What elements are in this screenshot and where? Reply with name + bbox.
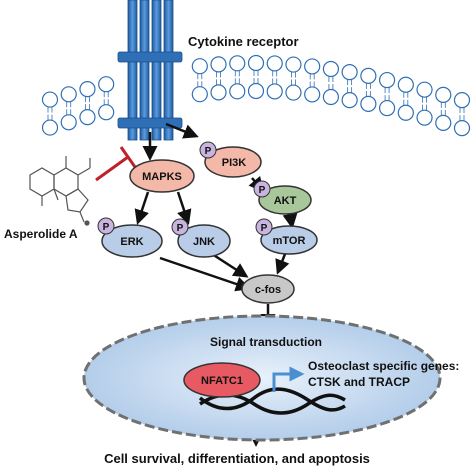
lipid-head <box>341 64 358 81</box>
lipid-head <box>397 104 414 121</box>
node-cfos: c-fos <box>241 274 295 304</box>
lipid-head <box>210 84 227 101</box>
erk-label: ERK <box>120 236 143 248</box>
lipid-head <box>266 83 283 100</box>
receptor-label: Cytokine receptor <box>188 34 299 49</box>
lipid-head <box>285 84 302 101</box>
lipid-head <box>210 56 227 73</box>
phospho-marker <box>253 180 271 198</box>
lipid-head <box>322 60 340 78</box>
node-akt: AKT P <box>253 180 312 215</box>
lipid-head <box>435 86 452 103</box>
lipid-head <box>453 92 471 109</box>
lipid-head <box>416 81 433 98</box>
lipid-head <box>378 71 396 89</box>
lipid-head <box>247 54 265 72</box>
lipid-head <box>79 109 96 126</box>
genes-label-line2: CTSK and TRACP <box>308 375 410 389</box>
lipid-head <box>41 91 59 108</box>
lipid-head <box>191 86 208 103</box>
lipid-head <box>60 114 77 131</box>
phospho-label: P <box>259 185 266 196</box>
genes-label-line1: Osteoclast specific genes: <box>308 359 459 373</box>
lipid-head <box>98 76 115 93</box>
lipid-head <box>229 83 246 100</box>
lipid-head <box>453 120 471 137</box>
lipid-head <box>416 109 433 126</box>
node-jnk: JNK P <box>171 218 231 258</box>
phospho-marker <box>171 218 189 236</box>
node-pi3k: PI3K P <box>199 141 262 178</box>
phospho-marker <box>199 141 217 159</box>
inhibition-marker <box>95 146 137 182</box>
cell-membrane <box>41 54 471 137</box>
node-mtor: mTOR P <box>255 218 318 255</box>
lipid-head <box>378 99 396 117</box>
lipid-head <box>79 81 96 98</box>
phospho-label: P <box>177 223 184 234</box>
asperolide-structure <box>29 156 91 226</box>
lipid-head <box>304 86 321 103</box>
akt-label: AKT <box>274 195 297 207</box>
phospho-label: P <box>205 146 212 157</box>
lipid-head <box>191 58 208 75</box>
node-nfatc1: NFATC1 <box>183 362 261 398</box>
node-mapks: MAPKS <box>129 159 195 193</box>
phospho-marker <box>255 218 273 236</box>
mapks-label: MAPKS <box>142 171 182 183</box>
lipid-head <box>60 86 77 103</box>
phospho-label: P <box>261 223 268 234</box>
lipid-head <box>304 58 321 75</box>
lipid-head <box>247 82 265 100</box>
compound-label: Asperolide A <box>4 227 78 241</box>
signal-label: Signal transduction <box>210 335 322 349</box>
lipid-head <box>341 92 358 109</box>
node-erk: ERK P <box>97 217 163 258</box>
lipid-head <box>322 88 340 106</box>
lipid-head <box>435 114 452 131</box>
lipid-head <box>98 104 115 121</box>
cytokine-receptor <box>117 0 183 141</box>
lipid-head <box>397 76 414 93</box>
gene-expression-arrow <box>272 366 305 392</box>
phospho-marker <box>97 217 115 235</box>
nfatc1-label: NFATC1 <box>201 375 243 387</box>
jnk-label: JNK <box>193 236 215 248</box>
mtor-label: mTOR <box>273 235 306 247</box>
cfos-label: c-fos <box>255 284 281 296</box>
lipid-head <box>266 55 283 72</box>
lipid-head <box>41 119 59 136</box>
lipid-head <box>360 95 377 112</box>
lipid-head <box>360 67 377 84</box>
outcome-label: Cell survival, differentiation, and apop… <box>104 451 370 466</box>
nucleus <box>82 314 442 442</box>
pi3k-label: PI3K <box>222 157 247 169</box>
lipid-head <box>285 56 302 73</box>
lipid-head <box>229 55 246 72</box>
phospho-label: P <box>103 222 110 233</box>
